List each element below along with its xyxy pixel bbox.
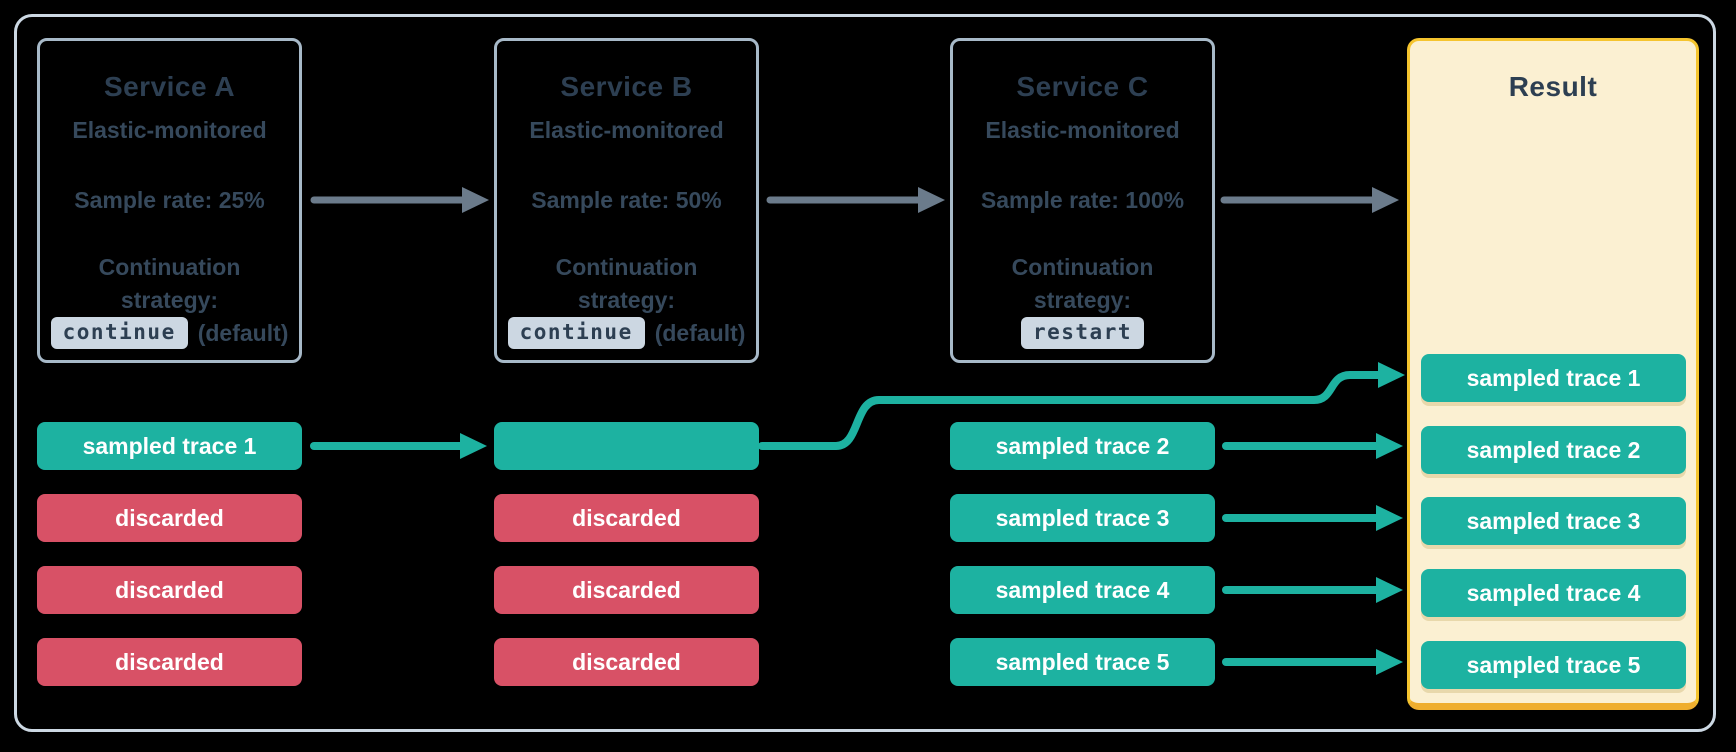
service-c-continuation-label: Continuation [1011, 254, 1154, 280]
service-b-pill-discarded-3: discarded [494, 638, 759, 686]
service-a-strategy-label: strategy: [120, 287, 219, 313]
result-box: Result sampled trace 1 sampled trace 2 s… [1407, 38, 1699, 710]
service-c-sample-rate: Sample rate: 100% [980, 187, 1185, 213]
service-b-strategy-default-note: (default) [654, 319, 746, 346]
result-pill-sampled-trace-4: sampled trace 4 [1421, 569, 1686, 617]
service-b-continuation-label: Continuation [555, 254, 698, 280]
service-c-pill-sampled-trace-3: sampled trace 3 [950, 494, 1215, 542]
service-a-sample-rate: Sample rate: 25% [74, 187, 265, 213]
diagram-outer-frame [14, 14, 1716, 732]
service-b-strategy-label: strategy: [577, 287, 676, 313]
service-c-strategy-row: restart [953, 315, 1212, 351]
service-c-pill-sampled-trace-5: sampled trace 5 [950, 638, 1215, 686]
result-title: Result [1508, 71, 1598, 102]
service-a-title: Service A [103, 71, 236, 102]
service-b-box: Service B Elastic-monitored Sample rate:… [494, 38, 759, 363]
service-c-pill-sampled-trace-4: sampled trace 4 [950, 566, 1215, 614]
result-pill-sampled-trace-2: sampled trace 2 [1421, 426, 1686, 474]
service-a-continuation-label: Continuation [98, 254, 241, 280]
result-pill-sampled-trace-3: sampled trace 3 [1421, 497, 1686, 545]
service-c-strategy-label: strategy: [1033, 287, 1132, 313]
service-b-strategy-code-pill: continue [507, 317, 645, 349]
service-a-monitoring: Elastic-monitored [72, 117, 267, 143]
service-a-pill-sampled-trace-1: sampled trace 1 [37, 422, 302, 470]
service-a-pill-discarded-1: discarded [37, 494, 302, 542]
service-c-title: Service C [1016, 71, 1149, 102]
service-b-strategy-row: continue (default) [497, 315, 756, 351]
service-a-pill-discarded-3: discarded [37, 638, 302, 686]
service-b-title: Service B [560, 71, 693, 102]
service-c-box: Service C Elastic-monitored Sample rate:… [950, 38, 1215, 363]
service-a-box: Service A Elastic-monitored Sample rate:… [37, 38, 302, 363]
service-a-strategy-code-pill: continue [50, 317, 188, 349]
result-pill-sampled-trace-5: sampled trace 5 [1421, 641, 1686, 689]
service-c-pill-sampled-trace-2: sampled trace 2 [950, 422, 1215, 470]
service-b-monitoring: Elastic-monitored [529, 117, 724, 143]
service-a-strategy-row: continue (default) [40, 315, 299, 351]
result-pill-sampled-trace-1: sampled trace 1 [1421, 354, 1686, 402]
service-b-pill-discarded-2: discarded [494, 566, 759, 614]
service-b-pill-sampled-empty [494, 422, 759, 470]
service-a-strategy-default-note: (default) [197, 319, 289, 346]
service-b-sample-rate: Sample rate: 50% [531, 187, 722, 213]
service-a-pill-discarded-2: discarded [37, 566, 302, 614]
service-c-strategy-code-pill: restart [1020, 317, 1144, 349]
service-b-pill-discarded-1: discarded [494, 494, 759, 542]
service-c-monitoring: Elastic-monitored [985, 117, 1180, 143]
